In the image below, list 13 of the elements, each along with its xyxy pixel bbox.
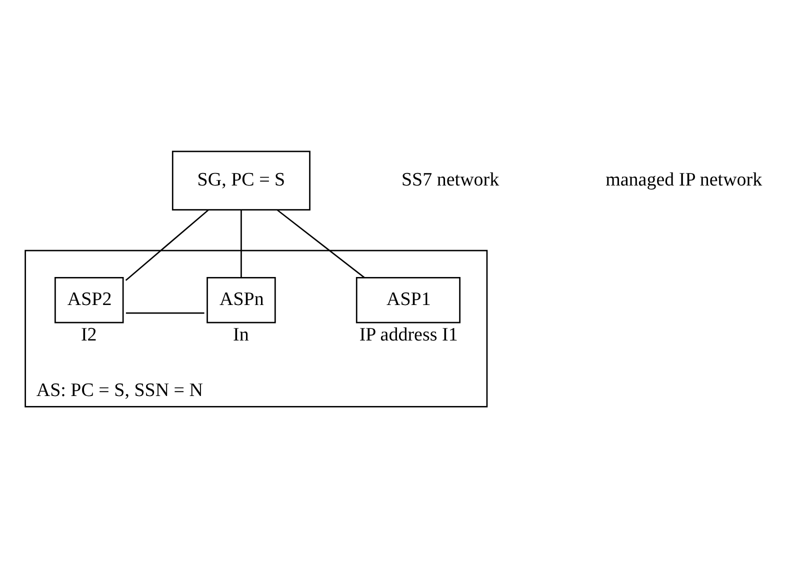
connector xyxy=(125,210,209,281)
node-box: ASP2 xyxy=(54,277,124,324)
node-box: ASPn xyxy=(206,277,276,324)
node-box: SG, PC = S xyxy=(172,150,310,210)
connector xyxy=(240,210,242,278)
connector xyxy=(126,312,204,314)
node-label: IP address I1 xyxy=(359,324,458,346)
node-label: In xyxy=(233,324,249,346)
node-label: I2 xyxy=(80,324,97,346)
label: SS7 network xyxy=(401,170,500,191)
connector xyxy=(277,210,365,278)
node-box: ASP1 xyxy=(356,277,460,324)
label: managed IP network xyxy=(606,170,762,191)
